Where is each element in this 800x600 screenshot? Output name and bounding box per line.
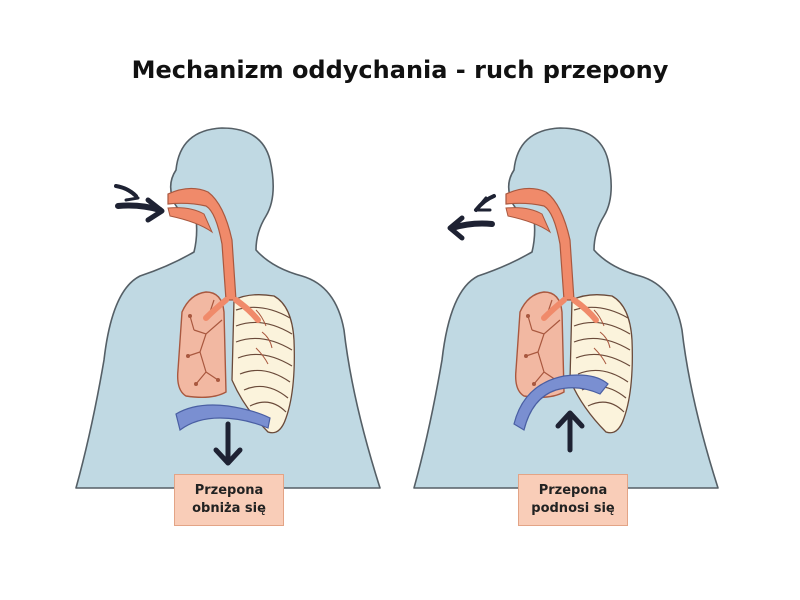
diaphragm <box>175 404 271 432</box>
label-diaphragm-lowers: Przepona obniża się <box>174 474 284 526</box>
diaphragm <box>513 374 609 431</box>
torso-silhouette <box>413 127 719 489</box>
diagram-title: Mechanizm oddychania - ruch przepony <box>131 56 669 84</box>
air-out-arrow-icon <box>447 194 496 241</box>
label-line-2: obniża się <box>192 501 266 516</box>
label-line-2: podnosi się <box>531 501 615 516</box>
panel-exhale <box>413 127 719 489</box>
label-line-1: Przepona <box>194 483 264 498</box>
air-in-arrow-icon <box>114 184 165 223</box>
panel-inhale <box>75 127 381 489</box>
label-line-1: Przepona <box>538 483 608 498</box>
arrow-down-icon <box>213 421 243 466</box>
label-diaphragm-rises: Przepona podnosi się <box>518 474 628 526</box>
arrow-up-icon <box>555 410 585 453</box>
